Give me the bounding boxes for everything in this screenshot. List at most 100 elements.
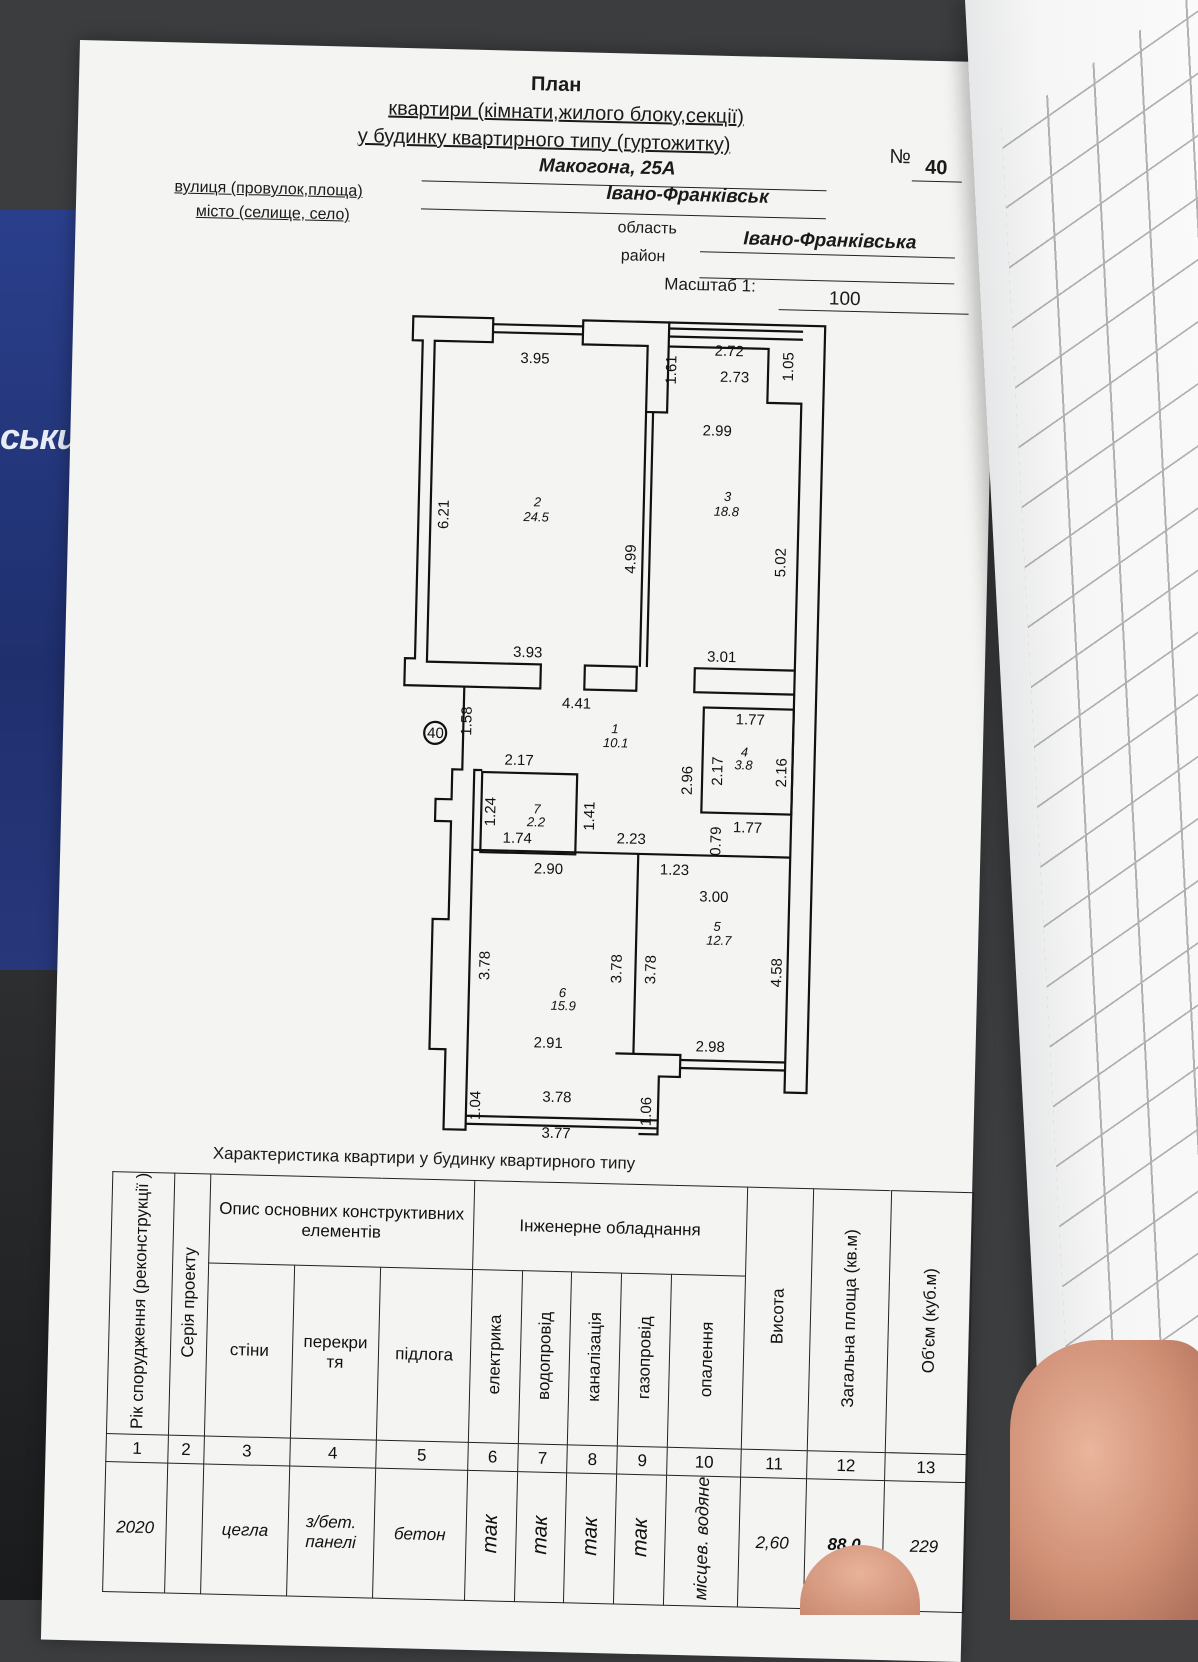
window-room6-line2 <box>465 1114 658 1122</box>
floor-plan-document: План квартири (кімнати,жилого блоку,секц… <box>40 40 1000 1662</box>
window-room5-line1 <box>680 1058 786 1064</box>
room4-area: 3.8 <box>734 757 753 772</box>
col-number: 2 <box>167 1435 205 1465</box>
dimension-labels: 3.95 2.72 2.73 1.61 1.05 2.99 6.21 4.99 … <box>435 343 798 1143</box>
wall-top-mid <box>581 319 671 414</box>
dim-2-72: 2.72 <box>714 343 744 361</box>
col-number: 7 <box>517 1443 568 1474</box>
room6-number: 6 <box>559 985 567 1000</box>
dim-1-77-b: 1.77 <box>733 819 763 837</box>
dim-1-23: 1.23 <box>660 861 690 879</box>
room6-area: 15.9 <box>550 998 576 1014</box>
dim-1-04: 1.04 <box>467 1091 485 1121</box>
dim-2-98: 2.98 <box>695 1038 725 1056</box>
dim-6-21: 6.21 <box>435 500 453 530</box>
dim-3-78-b: 3.78 <box>608 954 626 984</box>
dim-4-58: 4.58 <box>768 958 786 988</box>
dim-2-96: 2.96 <box>679 766 697 796</box>
dim-2-17-a: 2.17 <box>504 752 534 770</box>
dim-4-41: 4.41 <box>562 695 592 713</box>
dim-3-77: 3.77 <box>541 1125 571 1143</box>
adjacent-page-table <box>1001 0 1198 1526</box>
window-room5-line2 <box>680 1066 786 1072</box>
dim-1-58: 1.58 <box>458 706 476 736</box>
dim-2-90: 2.90 <box>534 860 564 878</box>
partition-room5-6 <box>632 853 640 1054</box>
dim-3-01: 3.01 <box>707 649 737 667</box>
room2-number: 2 <box>533 494 542 509</box>
dim-1-41: 1.41 <box>581 801 599 831</box>
header-water: водопровід <box>517 1270 573 1446</box>
room4-number: 4 <box>741 744 749 759</box>
room7-outline <box>479 770 579 856</box>
dim-3-00: 3.00 <box>699 888 729 906</box>
value-series <box>164 1463 204 1594</box>
value-sewage: так <box>563 1473 618 1604</box>
value-walls: цегла <box>200 1464 290 1596</box>
col-number: 4 <box>289 1438 377 1469</box>
header-engineering: Інженерне обладнання <box>472 1180 748 1277</box>
dim-4-99: 4.99 <box>622 544 640 574</box>
apartment-marker-circle <box>423 720 448 745</box>
col-number: 13 <box>884 1452 968 1483</box>
room3-number: 3 <box>724 489 732 504</box>
dim-3-78-c: 3.78 <box>642 955 660 985</box>
dim-2-99: 2.99 <box>702 422 732 440</box>
wall-balcony <box>615 1052 682 1136</box>
window-room2-line2 <box>492 331 583 336</box>
dim-1-05: 1.05 <box>780 352 798 382</box>
wall-left-lower <box>428 686 483 1131</box>
room7-area: 2.2 <box>526 814 546 829</box>
window-room3-line1 <box>669 327 804 333</box>
window-room3-line2 <box>668 335 803 341</box>
col-number: 9 <box>617 1446 668 1476</box>
folder-label: ськи <box>0 416 79 457</box>
dim-5-02: 5.02 <box>772 548 790 578</box>
header-floors-slab: перекри тя <box>290 1265 381 1441</box>
partition-room2-3 <box>638 411 648 667</box>
col-number: 12 <box>806 1450 886 1481</box>
room5-area: 12.7 <box>706 933 732 949</box>
header-electricity: електрика <box>467 1269 523 1444</box>
value-electricity: так <box>464 1470 518 1602</box>
room7-number: 7 <box>533 801 541 816</box>
dim-2-73: 2.73 <box>720 369 750 387</box>
value-water: так <box>514 1471 568 1603</box>
header-main-elements: Опис основних конструктивних елементів <box>208 1174 475 1270</box>
value-floor: бетон <box>372 1468 468 1601</box>
col-number: 1 <box>105 1433 169 1464</box>
wall-room2-left <box>403 315 543 690</box>
col-number: 5 <box>375 1440 468 1471</box>
col-number: 11 <box>740 1449 808 1479</box>
dim-2-91: 2.91 <box>533 1034 563 1052</box>
value-gas: так <box>613 1474 667 1606</box>
room3-area: 18.8 <box>713 504 739 520</box>
dim-3-95: 3.95 <box>520 350 550 368</box>
header-total-area: Загальна площа (кв.м) <box>807 1188 892 1453</box>
value-heating: місцев. водяне <box>663 1475 741 1607</box>
header-walls: стіни <box>204 1263 295 1439</box>
room-labels: 2 24.5 3 18.8 1 10.1 4 3.8 7 2.2 5 12.7 … <box>522 489 753 1014</box>
header-gas: газопровід <box>617 1273 672 1448</box>
header-floor: підлога <box>376 1267 473 1443</box>
dim-3-78-d: 3.78 <box>542 1089 572 1107</box>
hand-thumb <box>1010 1340 1198 1620</box>
room2-area: 24.5 <box>522 509 549 525</box>
wall-rooms-5-6-top <box>472 848 791 859</box>
room1-number: 1 <box>611 721 619 736</box>
apartment-marker: 40 <box>427 725 444 742</box>
dim-1-06: 1.06 <box>638 1097 656 1127</box>
wall-mid-column <box>583 664 638 692</box>
dim-0-79: 0.79 <box>707 826 725 856</box>
header-year: Рік спорудження (реконструкції ) <box>106 1171 175 1436</box>
partition-room2-3b <box>645 412 655 668</box>
wall-room3-bottom <box>693 667 795 696</box>
header-sewage: каналізація <box>567 1272 622 1447</box>
dim-1-61: 1.61 <box>663 355 681 385</box>
window-room2-line1 <box>493 323 584 328</box>
floor-plan-drawing: 40 2 24.5 3 18.8 1 10.1 4 3.8 7 2.2 5 12… <box>403 315 827 1143</box>
dim-1-77-a: 1.77 <box>735 711 765 729</box>
dim-3-78-a: 3.78 <box>476 951 494 981</box>
value-floors-slab: з/бет. панелі <box>286 1466 376 1598</box>
dim-3-93: 3.93 <box>513 644 543 662</box>
